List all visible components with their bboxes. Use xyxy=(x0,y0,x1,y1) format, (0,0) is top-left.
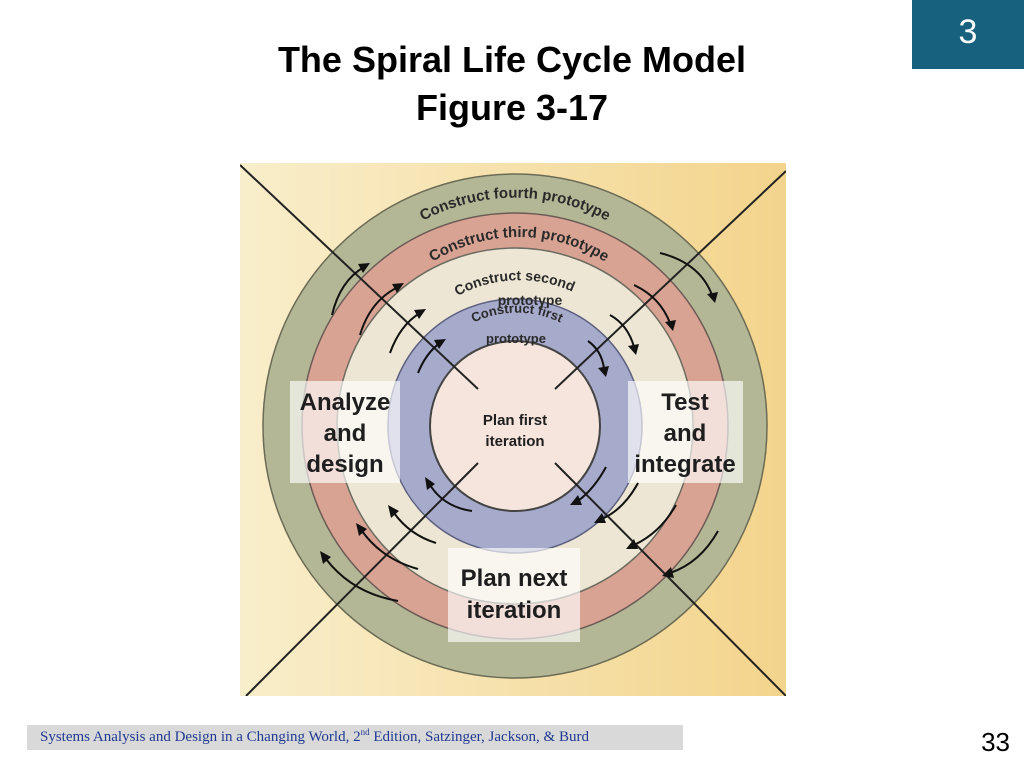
spiral-diagram-svg: Construct fourth prototype Construct thi… xyxy=(239,163,787,697)
arrow-icon xyxy=(325,558,399,602)
plan-next-box xyxy=(448,548,580,642)
test-label-line2: and xyxy=(664,420,707,447)
slide-title: The Spiral Life Cycle Model Figure 3-17 xyxy=(0,36,1024,132)
spiral-diagram: Construct fourth prototype Construct thi… xyxy=(239,163,787,697)
analyze-label-line2: and xyxy=(324,420,367,447)
arrow-icon xyxy=(587,340,605,370)
arrow-head-icon xyxy=(662,567,674,578)
diagonal-line-bl xyxy=(245,462,479,697)
page-number: 33 xyxy=(981,727,1010,757)
arrow-icon xyxy=(393,512,437,544)
diagonal-line-tl xyxy=(239,164,479,390)
arrow-head-icon xyxy=(665,320,676,331)
arrow-icon xyxy=(429,484,473,512)
arrow-icon xyxy=(331,266,365,316)
arrow-head-icon xyxy=(434,339,446,349)
arrow-head-icon xyxy=(392,283,404,293)
diagonal-line-br xyxy=(554,462,787,697)
arrow-head-icon xyxy=(414,309,426,319)
arrow-head-icon xyxy=(628,344,639,355)
plan-next-label-line1: Plan next xyxy=(461,565,568,592)
center-label-line2: iteration xyxy=(485,433,544,450)
title-line-2: Figure 3-17 xyxy=(415,87,609,128)
arrow-icon xyxy=(609,314,635,348)
flow-arrows xyxy=(320,252,719,602)
diagonal-line-tr xyxy=(554,170,787,390)
chapter-number: 3 xyxy=(958,13,978,51)
footer-sup: nd xyxy=(360,727,370,737)
arrow-icon xyxy=(601,482,639,520)
arrow-icon xyxy=(359,286,399,336)
chapter-badge: 3 xyxy=(912,0,1024,69)
analyze-label-line3: design xyxy=(306,451,383,478)
arrow-head-icon xyxy=(626,539,638,549)
arrow-icon xyxy=(577,466,607,502)
ring-second-label-line2: prototype xyxy=(498,292,563,308)
arrow-head-icon xyxy=(594,513,606,523)
arrow-head-icon xyxy=(425,477,435,490)
test-box xyxy=(628,381,743,483)
arrow-icon xyxy=(669,530,719,574)
footer-text-1: Systems Analysis and Design in a Changin… xyxy=(40,729,361,745)
arrow-icon xyxy=(633,284,671,324)
analyze-label-line1: Analyze xyxy=(300,389,391,416)
arrow-head-icon xyxy=(598,366,609,377)
arrow-head-icon xyxy=(707,292,718,303)
arrow-head-icon xyxy=(388,505,399,518)
arrow-head-icon xyxy=(356,523,367,536)
arrow-icon xyxy=(633,504,677,546)
arrow-icon xyxy=(389,312,421,354)
arrow-head-icon xyxy=(320,551,331,564)
center-label-line1: Plan first xyxy=(483,412,547,429)
test-label-line1: Test xyxy=(661,389,709,416)
ring-first-label-line2: prototype xyxy=(486,331,546,346)
analyze-box xyxy=(290,381,400,483)
arrow-icon xyxy=(659,252,713,296)
arrow-head-icon xyxy=(358,263,370,273)
plan-next-label-line2: iteration xyxy=(467,597,562,624)
title-line-1: The Spiral Life Cycle Model xyxy=(277,39,747,80)
footer-citation: Systems Analysis and Design in a Changin… xyxy=(27,725,683,750)
arrow-head-icon xyxy=(570,495,582,505)
footer-text-2: Edition, Satzinger, Jackson, & Burd xyxy=(369,729,589,745)
test-label-line3: integrate xyxy=(634,451,735,478)
arrow-icon xyxy=(361,530,419,570)
